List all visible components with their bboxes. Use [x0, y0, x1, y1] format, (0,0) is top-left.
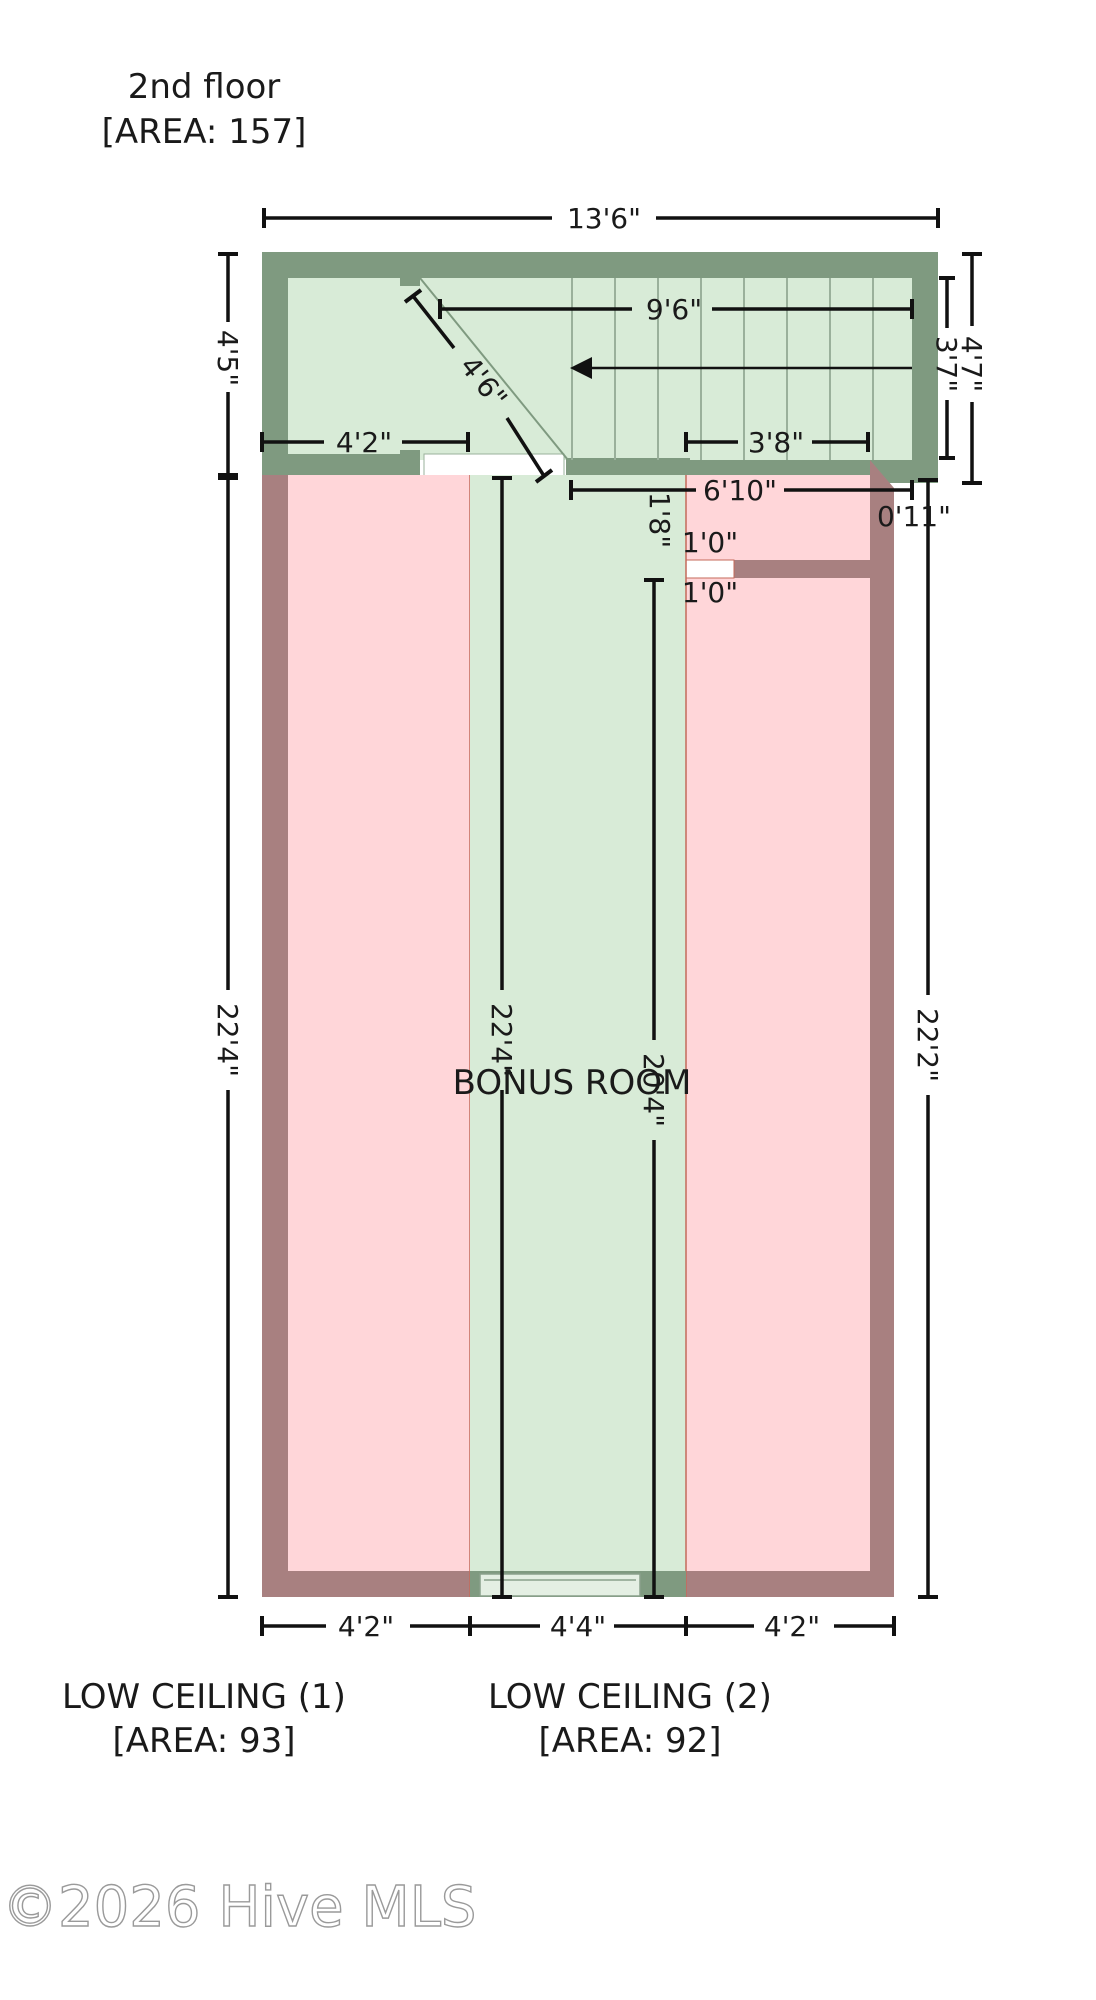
- dim-landing-width: 4'2": [336, 426, 392, 459]
- landing-notch: [400, 276, 420, 286]
- bonus-room-floor: [470, 475, 686, 1597]
- low-ceiling-1-floor: [288, 475, 470, 1571]
- floor-area: [AREA: 157]: [102, 112, 307, 152]
- dim-stair-run: 9'6": [646, 293, 702, 326]
- bottom-door-icon: [479, 1573, 641, 1597]
- dim-bottom-left: 4'2": [338, 1610, 394, 1643]
- dim-stair-inner: 3'8": [748, 426, 804, 459]
- low-ceiling-1-area: [AREA: 93]: [112, 1721, 295, 1761]
- dimension-lines: [218, 208, 982, 1636]
- dim-mid-width: 6'10": [703, 474, 777, 507]
- dim-top-width: 13'6": [567, 202, 641, 235]
- dim-center-left-height: 22'4": [485, 1003, 518, 1077]
- dim-bottom-center: 4'4": [550, 1610, 606, 1643]
- stair-arrow-icon: [570, 357, 592, 379]
- low-ceiling-2-title: LOW CEILING (2): [488, 1677, 772, 1717]
- floor-title: 2nd floor: [128, 67, 281, 107]
- dim-upper-right-outer: 4'7": [955, 336, 988, 392]
- watermark: ©2026 Hive MLS: [2, 1875, 476, 1940]
- dim-closet-2: 1'0": [682, 576, 738, 609]
- lower-rooms: [262, 460, 894, 1597]
- bonus-room-label: BONUS ROOM: [453, 1063, 692, 1103]
- dim-right-offset: 0'11": [877, 500, 951, 533]
- low-ceiling-2-area: [AREA: 92]: [538, 1721, 721, 1761]
- dim-left-height: 22'4": [211, 1003, 244, 1077]
- landing-floor: [288, 278, 426, 454]
- landing-notch-bottom: [400, 450, 420, 460]
- dim-center-right-height: 20'4": [637, 1053, 670, 1127]
- low-ceiling-1-title: LOW CEILING (1): [62, 1677, 346, 1717]
- low-ceiling-2-floor: [686, 578, 870, 1571]
- dim-bottom-right: 4'2": [764, 1610, 820, 1643]
- dim-closet-1: 1'0": [682, 526, 738, 559]
- dim-closet-depth: 1'8": [643, 492, 676, 548]
- dim-upper-right-inner: 3'7": [930, 336, 963, 392]
- dim-upper-left-height: 4'5": [211, 330, 244, 386]
- dim-right-height: 22'2": [911, 1008, 944, 1082]
